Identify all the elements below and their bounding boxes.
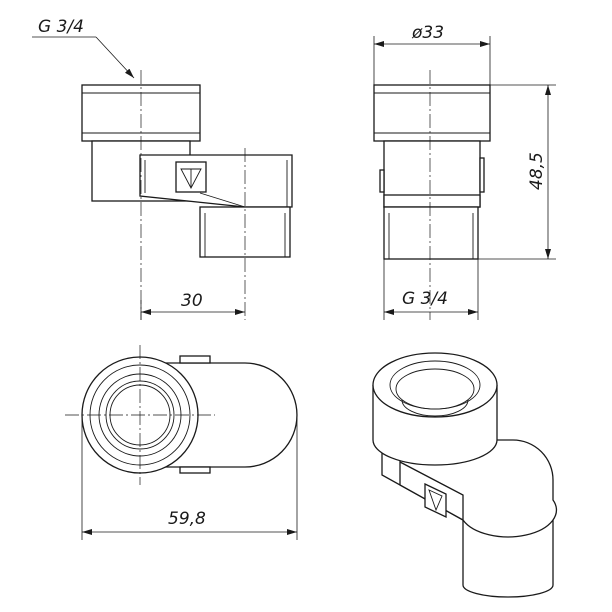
height-label: 48,5 (527, 152, 547, 190)
thread-side-dimension: G 3/4 (383, 259, 479, 320)
isometric-view (372, 352, 558, 598)
length-dimension: 59,8 (81, 415, 298, 540)
height-dimension: 48,5 (478, 84, 556, 260)
thread-top-callout: G 3/4 (32, 17, 135, 79)
iso-logo-icon (424, 482, 447, 519)
diameter-label: ø33 (411, 23, 444, 43)
length-label: 59,8 (168, 509, 206, 529)
side-lower-thread (383, 206, 479, 260)
thread-top-label: G 3/4 (38, 17, 84, 37)
iso-top-rim (372, 352, 498, 418)
offset-label: 30 (181, 291, 203, 311)
top-view (65, 345, 298, 485)
thread-side-label: G 3/4 (402, 289, 448, 309)
side-view (373, 70, 491, 320)
diameter-dimension: ø33 (373, 23, 491, 85)
front-view (81, 70, 293, 320)
valve-logo-icon (175, 161, 207, 193)
offset-dimension: 30 (140, 291, 245, 320)
side-top-nut (373, 84, 491, 142)
